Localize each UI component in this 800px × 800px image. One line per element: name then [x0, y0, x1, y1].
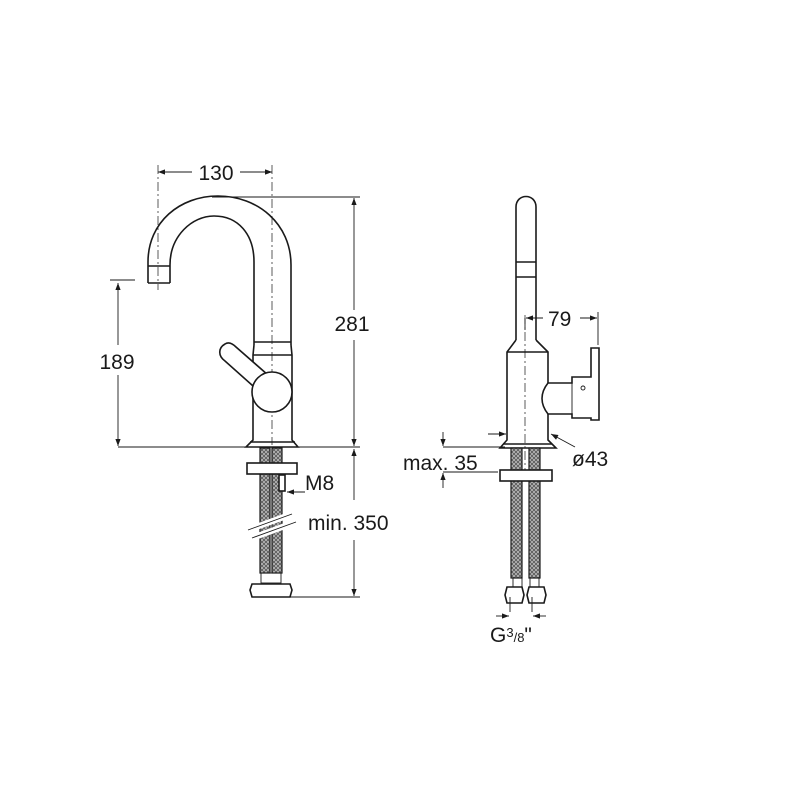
dim-bolt: M8	[305, 472, 334, 495]
dim-spout-reach: 130	[198, 162, 233, 185]
handle-hub	[251, 371, 293, 413]
dim-handle-reach: 79	[548, 308, 571, 331]
dim-thread: G3/8"	[490, 624, 532, 647]
hose-fitting	[512, 577, 523, 588]
hose-nut	[526, 586, 547, 604]
lever-handle-side	[541, 347, 600, 421]
thread-inch: "	[524, 624, 531, 647]
front-view: 130 281 189 M8 min. 350	[99, 162, 389, 598]
hose-fitting	[260, 572, 282, 584]
faucet-body-side	[498, 339, 558, 449]
thread-numerator: 3	[506, 625, 513, 640]
dim-total-height: 281	[334, 313, 369, 336]
hose	[528, 447, 541, 579]
thread-letter: G	[490, 624, 506, 647]
washer	[499, 469, 553, 482]
dim-max-deck-thickness: max. 35	[403, 452, 478, 475]
dim-spout-height: 189	[99, 351, 134, 374]
dim-base-diameter: ø43	[572, 448, 608, 471]
washer	[246, 462, 298, 475]
thread-denominator: /8	[514, 630, 525, 645]
spout-side	[515, 195, 537, 340]
hose-nut	[504, 586, 525, 604]
spout	[147, 195, 292, 345]
hose-nut	[249, 583, 293, 598]
hose	[510, 447, 523, 579]
dim-hose-length: min. 350	[308, 512, 389, 535]
bolt-m8	[278, 474, 286, 492]
side-view: 79 max. 35 ø43 G3/8"	[403, 195, 608, 647]
hose-fitting	[529, 577, 540, 588]
